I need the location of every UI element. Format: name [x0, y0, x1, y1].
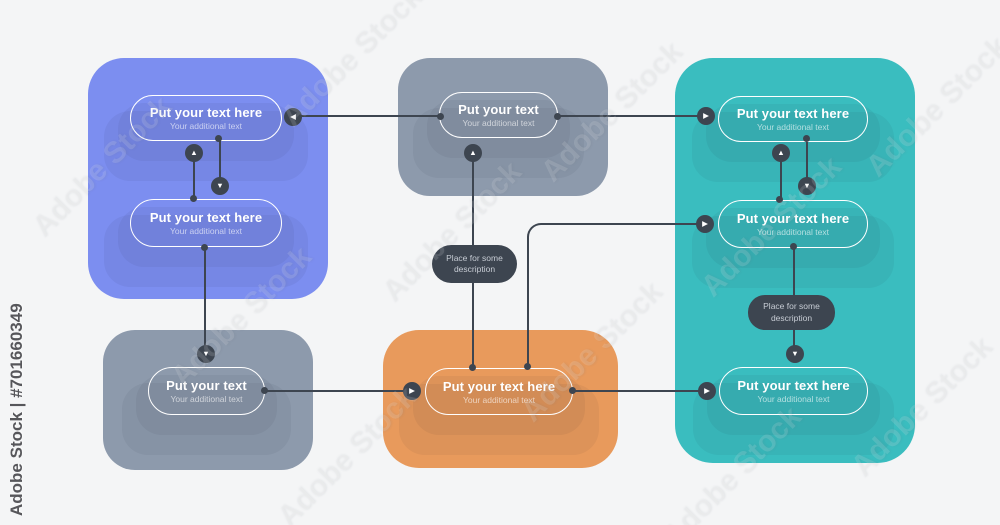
- block-teal: [675, 58, 915, 463]
- node-subtitle: Your additional text: [463, 394, 535, 405]
- arrow-down-icon: ▼: [791, 349, 799, 359]
- arrow-circle: ▼: [197, 345, 215, 363]
- connector-elbow: [527, 223, 705, 367]
- arrow-up-icon: ▲: [777, 148, 785, 158]
- connection-dot: [569, 387, 576, 394]
- stock-id-watermark: Adobe Stock | #701660349: [7, 303, 26, 516]
- connection-dot: [803, 135, 810, 142]
- connection-dot: [201, 244, 208, 251]
- arrow-circle: ▶: [698, 382, 716, 400]
- node-pill-purple-2: Put your text here Your additional text: [130, 199, 282, 247]
- connector-line: [193, 153, 195, 199]
- arrow-circle: ▼: [798, 177, 816, 195]
- node-subtitle: Your additional text: [757, 227, 829, 237]
- node-pill-purple-1: Put your text here Your additional text: [130, 95, 282, 141]
- arrow-circle: ▼: [211, 177, 229, 195]
- connector-line: [204, 248, 206, 354]
- connector-line: [806, 139, 808, 186]
- connection-dot: [261, 387, 268, 394]
- node-title: Put your text here: [737, 378, 850, 393]
- connector-line: [558, 115, 707, 117]
- arrow-circle: ▲: [464, 144, 482, 162]
- node-pill-teal-1: Put your text here Your additional text: [718, 96, 868, 142]
- description-box-1: Place for some description: [432, 245, 517, 283]
- connection-dot: [524, 363, 531, 370]
- block-purple: [88, 58, 328, 299]
- node-title: Put your text: [166, 378, 247, 393]
- connection-dot: [776, 196, 783, 203]
- node-title: Put your text here: [149, 105, 263, 120]
- node-pill-teal-3: Put your text here Your additional text: [719, 367, 868, 415]
- node-title: Put your text here: [442, 378, 556, 394]
- connection-dot: [215, 135, 222, 142]
- arrow-circle: ▶: [696, 215, 714, 233]
- arrow-circle: ▶: [697, 107, 715, 125]
- arrow-right-icon: ▶: [409, 386, 415, 396]
- arrow-up-icon: ▲: [190, 148, 198, 158]
- block-orange: [383, 330, 618, 468]
- connector-line: [265, 390, 412, 392]
- description-box-2: Place for some description: [748, 295, 835, 330]
- connector-line: [780, 153, 782, 200]
- node-subtitle: Your additional text: [757, 394, 830, 404]
- arrow-circle: ▶: [403, 382, 421, 400]
- node-subtitle: Your additional text: [462, 118, 535, 128]
- connection-dot: [469, 364, 476, 371]
- arrow-circle: ▲: [185, 144, 203, 162]
- arrow-right-icon: ▶: [702, 219, 708, 229]
- node-pill-orange: Put your text here Your additional text: [425, 368, 573, 415]
- node-title: Put your text here: [736, 211, 850, 226]
- node-title: Put your text here: [149, 210, 263, 225]
- arrow-right-icon: ▶: [703, 111, 709, 121]
- arrow-right-icon: ▶: [704, 386, 710, 396]
- connection-dot: [190, 195, 197, 202]
- connector-line: [293, 115, 440, 117]
- connection-dot: [790, 243, 797, 250]
- arrow-circle: ◀: [284, 108, 302, 126]
- node-title: Put your text here: [736, 106, 850, 121]
- arrow-up-icon: ▲: [469, 148, 477, 158]
- arrow-circle: ▲: [772, 144, 790, 162]
- block-gray-top: [398, 58, 608, 196]
- node-title: Put your text: [458, 102, 539, 117]
- arrow-left-icon: ◀: [290, 112, 296, 122]
- node-pill-teal-2: Put your text here Your additional text: [718, 200, 868, 248]
- node-subtitle: Your additional text: [170, 226, 242, 236]
- connection-dot: [554, 113, 561, 120]
- node-subtitle: Your additional text: [170, 121, 242, 131]
- connection-dot: [437, 113, 444, 120]
- arrow-down-icon: ▼: [803, 181, 811, 191]
- node-subtitle: Your additional text: [170, 394, 243, 404]
- connector-line: [219, 139, 221, 186]
- node-pill-gray-top: Put your text Your additional text: [439, 92, 558, 138]
- arrow-down-icon: ▼: [202, 349, 210, 359]
- node-pill-gray-bottom: Put your text Your additional text: [148, 367, 265, 415]
- node-subtitle: Your additional text: [757, 122, 829, 132]
- connector-line: [573, 390, 707, 392]
- arrow-down-icon: ▼: [216, 181, 224, 191]
- arrow-circle: ▼: [786, 345, 804, 363]
